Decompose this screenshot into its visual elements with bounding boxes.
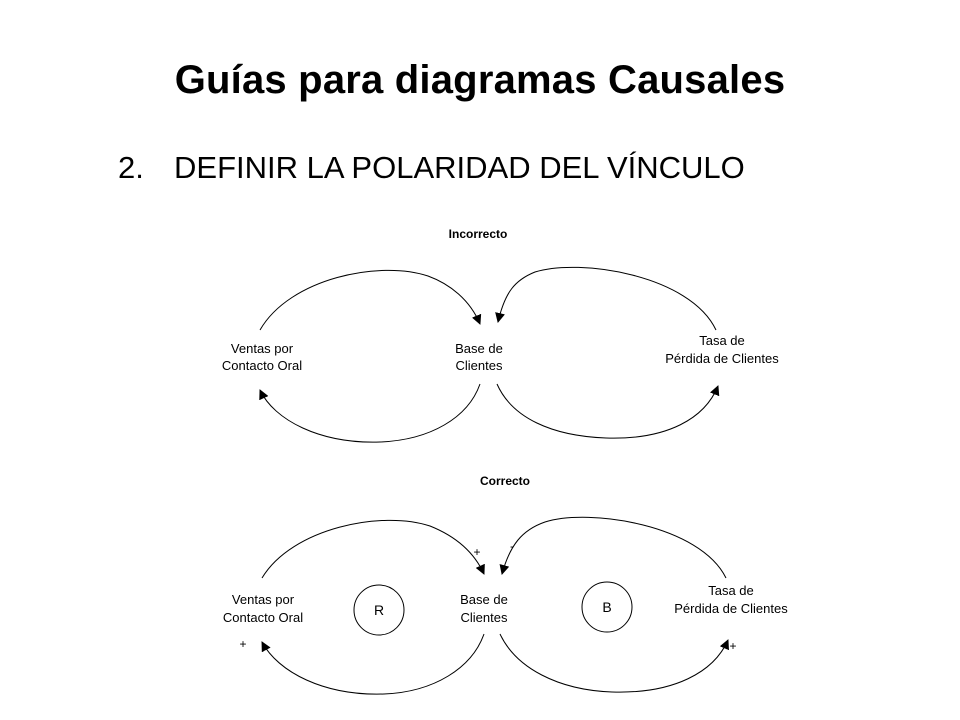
subtitle-text: DEFINIR LA POLARIDAD DEL VÍNCULO [174, 150, 745, 185]
node-ventas-line2: Contacto Oral [222, 358, 302, 373]
node-base-line2: Clientes [461, 610, 508, 625]
slide-title: Guías para diagramas Causales [174, 58, 786, 102]
slide-subtitle: 2. DEFINIR LA POLARIDAD DEL VÍNCULO [118, 150, 745, 186]
node-base-line2: Clientes [456, 358, 503, 373]
correct-heading: Correcto [480, 474, 530, 488]
sign-tasa-to-base: - [510, 539, 514, 553]
node-base-line1: Base de [455, 341, 503, 356]
loop-b-circle [581, 581, 633, 633]
subtitle-number: 2. [118, 150, 144, 185]
loop-b-label: B [602, 599, 611, 615]
arrow-base-to-ventas [259, 383, 481, 443]
arrow-ventas-to-base [261, 519, 485, 579]
loop-r-label: R [374, 602, 384, 618]
arrow-base-to-tasa [499, 633, 729, 693]
node-base-line1: Base de [460, 592, 508, 607]
node-tasa-line1: Tasa de [708, 583, 754, 598]
sign-base-to-ventas: + [239, 637, 246, 651]
incorrect-diagram: Incorrecto Ventas por Contacto Oral Base… [222, 227, 779, 443]
arrow-ventas-to-base [259, 269, 482, 331]
node-tasa-line2: Pérdida de Clientes [665, 351, 779, 366]
arrow-base-to-ventas [261, 633, 485, 695]
node-tasa-line2: Pérdida de Clientes [674, 601, 788, 616]
correct-diagram: Correcto R B + - + + Ventas por Contacto… [223, 474, 788, 695]
node-ventas-line2: Contacto Oral [223, 610, 303, 625]
arrow-tasa-to-base [495, 266, 717, 331]
node-ventas-line1: Ventas por [231, 341, 294, 356]
node-tasa-line1: Tasa de [699, 333, 745, 348]
node-ventas-line1: Ventas por [232, 592, 295, 607]
sign-base-to-tasa: + [729, 639, 736, 653]
sign-ventas-to-base: + [473, 545, 480, 559]
loop-r-circle [353, 584, 405, 636]
arrow-base-to-tasa [496, 383, 720, 439]
incorrect-heading: Incorrecto [449, 227, 508, 241]
arrow-tasa-to-base [499, 516, 727, 579]
